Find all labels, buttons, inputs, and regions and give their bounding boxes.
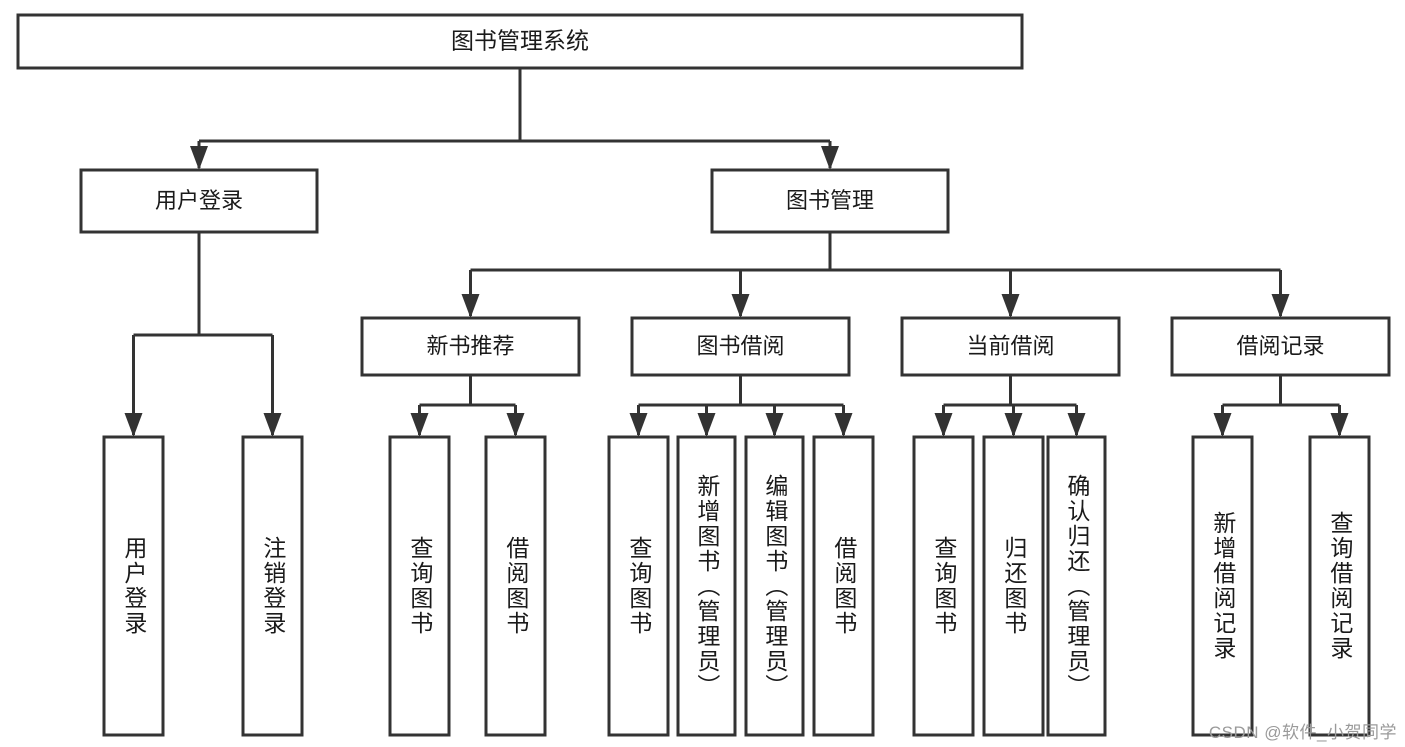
node-current-borrow-box <box>900 316 1121 377</box>
node-book-management-label: 图书管理 <box>786 188 874 213</box>
node-leaf-add-book-admin-box <box>676 435 737 737</box>
watermark: CSDN @软件_小贺同学 <box>1208 723 1397 742</box>
arrow-head-icon <box>731 294 750 318</box>
node-book-borrow-label: 图书借阅 <box>696 333 784 358</box>
node-borrow-record-box <box>1170 316 1391 377</box>
node-leaf-borrow-book-recommend[interactable] <box>484 435 547 737</box>
arrow-head-icon <box>1330 413 1349 437</box>
node-leaf-query-book-current[interactable] <box>912 435 975 737</box>
node-leaf-return-book-box <box>982 435 1045 737</box>
node-new-book-recommend[interactable]: 新书推荐 <box>360 316 581 377</box>
node-leaf-confirm-return-admin[interactable] <box>1046 435 1107 737</box>
arrow-head-icon <box>1271 294 1290 318</box>
node-root-title-label: 图书管理系统 <box>451 28 589 54</box>
node-book-management-box <box>710 168 950 234</box>
node-leaf-borrow-book-box <box>812 435 875 737</box>
node-leaf-add-book-admin[interactable] <box>676 435 737 737</box>
node-leaf-query-book-borrow-box <box>607 435 670 737</box>
arrow-head-icon <box>124 413 143 437</box>
node-user-login-label: 用户登录 <box>155 188 243 213</box>
node-leaf-return-book[interactable] <box>982 435 1045 737</box>
node-leaf-user-login-box <box>102 435 165 737</box>
node-leaf-query-borrow-record[interactable] <box>1308 435 1371 737</box>
arrow-head-icon <box>410 413 429 437</box>
node-leaf-query-book-borrow[interactable] <box>607 435 670 737</box>
node-current-borrow[interactable]: 当前借阅 <box>900 316 1121 377</box>
arrow-head-icon <box>461 294 480 318</box>
arrow-head-icon <box>1004 413 1023 437</box>
arrow-head-icon <box>821 146 839 170</box>
node-leaf-query-book-current-box <box>912 435 975 737</box>
node-leaf-add-borrow-record-box <box>1191 435 1254 737</box>
arrow-head-icon <box>1067 413 1086 437</box>
node-leaf-edit-book-admin-box <box>744 435 805 737</box>
arrow-head-icon <box>697 413 716 437</box>
arrow-head-icon <box>765 413 784 437</box>
node-leaf-user-login[interactable] <box>102 435 165 737</box>
node-user-login-box <box>79 168 319 234</box>
node-user-login[interactable]: 用户登录 <box>79 168 319 234</box>
node-leaf-query-borrow-record-box <box>1308 435 1371 737</box>
arrow-head-icon <box>1213 413 1232 437</box>
node-borrow-record-label: 借阅记录 <box>1236 333 1324 358</box>
arrow-head-icon <box>263 413 282 437</box>
node-leaf-query-book-recommend-box <box>388 435 451 737</box>
node-leaf-edit-book-admin[interactable] <box>744 435 805 737</box>
node-leaf-logout[interactable] <box>241 435 304 737</box>
node-current-borrow-label: 当前借阅 <box>966 333 1054 358</box>
arrow-head-icon <box>629 413 648 437</box>
arrow-head-icon <box>834 413 853 437</box>
node-book-borrow-box <box>630 316 851 377</box>
node-leaf-add-borrow-record[interactable] <box>1191 435 1254 737</box>
node-leaf-borrow-book[interactable] <box>812 435 875 737</box>
arrow-head-icon <box>190 146 208 170</box>
node-root-title[interactable]: 图书管理系统 <box>16 13 1024 70</box>
arrow-head-icon <box>506 413 525 437</box>
arrow-head-icon <box>934 413 953 437</box>
node-new-book-recommend-label: 新书推荐 <box>426 333 514 358</box>
node-borrow-record[interactable]: 借阅记录 <box>1170 316 1391 377</box>
node-book-borrow[interactable]: 图书借阅 <box>630 316 851 377</box>
node-leaf-confirm-return-admin-box <box>1046 435 1107 737</box>
node-leaf-borrow-book-recommend-box <box>484 435 547 737</box>
node-leaf-logout-box <box>241 435 304 737</box>
arrow-head-icon <box>1001 294 1020 318</box>
node-new-book-recommend-box <box>360 316 581 377</box>
node-leaf-query-book-recommend[interactable] <box>388 435 451 737</box>
node-book-management[interactable]: 图书管理 <box>710 168 950 234</box>
node-root-title-box <box>16 13 1024 70</box>
